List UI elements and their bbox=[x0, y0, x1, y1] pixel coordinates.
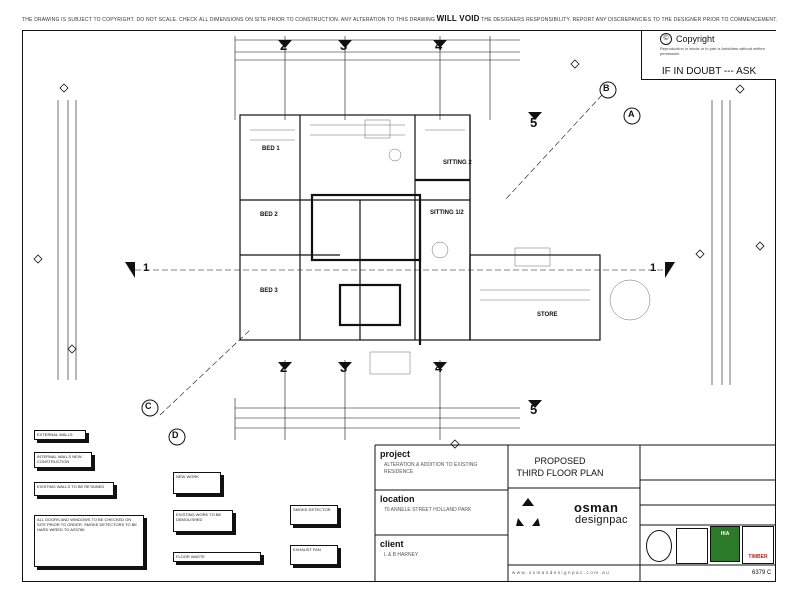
will-void-text: WILL VOID bbox=[436, 14, 480, 23]
job-number: 6379 C bbox=[752, 570, 772, 576]
room-bed3: BED 3 bbox=[260, 288, 278, 294]
legend-existing-walls: EXISTING WALLS TO BE RETAINED bbox=[34, 482, 114, 496]
notice-tail-text: THE DESIGNERS RESPONSIBILITY. REPORT ANY… bbox=[481, 17, 778, 23]
if-in-doubt-banner: IF IN DOUBT --- ASK bbox=[641, 65, 776, 80]
grid-label-2-bottom: 2 bbox=[280, 360, 288, 375]
plan-title-line2: THIRD FLOOR PLAN bbox=[516, 468, 604, 478]
grid-label-5-bottom: 5 bbox=[530, 402, 538, 417]
hia-logo-icon: HIA bbox=[710, 526, 740, 562]
grid-label-3-bottom: 3 bbox=[340, 360, 348, 375]
room-sitting: SITTING 1/2 bbox=[430, 210, 464, 216]
legend-general-notes: ALL DOORS AND WINDOWS TO BE CHECKED ON S… bbox=[34, 515, 144, 567]
project-text: ALTERATION & ADDITION TO EXISTING RESIDE… bbox=[384, 462, 478, 475]
grid-label-b: B bbox=[603, 83, 610, 93]
legend-smoke-detector: SMOKE DETECTOR bbox=[290, 505, 338, 525]
grid-label-2-top: 2 bbox=[280, 38, 288, 53]
recycle-icon bbox=[516, 498, 542, 526]
plan-title-line1: PROPOSED bbox=[534, 456, 586, 466]
client-heading: client bbox=[380, 539, 404, 549]
room-sitting2: SITTING 2 bbox=[443, 160, 472, 166]
legend-external-walls: EXTERNAL WALLS bbox=[34, 430, 86, 440]
header-notice: THE DRAWING IS SUBJECT TO COPYRIGHT. DO … bbox=[22, 14, 782, 23]
legend-new-work: NEW WORK bbox=[173, 472, 221, 494]
room-bed2: BED 2 bbox=[260, 212, 278, 218]
section-label-1-right: 1 bbox=[650, 262, 657, 274]
room-bed1: BED 1 bbox=[262, 146, 280, 152]
notice-text: THE DRAWING IS SUBJECT TO COPYRIGHT. DO … bbox=[22, 17, 436, 23]
legend-demolish: EXISTING WORK TO BE DEMOLISHED bbox=[173, 510, 233, 532]
grid-label-4-top: 4 bbox=[435, 38, 443, 53]
legend-exhaust-fan: EXHAUST FAN bbox=[290, 545, 338, 565]
brand-osman: osman bbox=[574, 500, 619, 515]
grid-label-d: D bbox=[172, 430, 179, 440]
grid-label-4-bottom: 4 bbox=[435, 360, 443, 375]
copyright-box: © Copyright Reproduction in whole or in … bbox=[641, 31, 776, 66]
legend-floor-waste: FLOOR WASTE bbox=[173, 552, 261, 562]
legend-internal-walls: INTERNAL WALLS NEW CONSTRUCTION bbox=[34, 452, 92, 468]
client-text: L & B HARNEY bbox=[384, 552, 419, 558]
location-text: 70 ANNELE STREET HOLLAND PARK bbox=[384, 507, 472, 513]
grid-label-5-top: 5 bbox=[530, 115, 538, 130]
grid-label-c: C bbox=[145, 401, 152, 411]
website-text: www.osmandesignpac.com.au bbox=[512, 570, 611, 575]
room-store: STORE bbox=[537, 312, 558, 318]
location-heading: location bbox=[380, 494, 415, 504]
copyright-icon: © bbox=[660, 33, 672, 45]
copyright-title: Copyright bbox=[676, 34, 715, 44]
copyright-subtext: Reproduction in whole or in part is forb… bbox=[660, 46, 765, 56]
seal-icon bbox=[646, 530, 672, 562]
brand-designpac: designpac bbox=[575, 514, 628, 526]
timber-logo-icon: TIMBER bbox=[742, 526, 774, 564]
drawing-frame bbox=[22, 30, 776, 582]
plan-title: PROPOSED THIRD FLOOR PLAN bbox=[510, 455, 610, 479]
project-heading: project bbox=[380, 449, 411, 459]
grid-label-3-top: 3 bbox=[340, 38, 348, 53]
section-label-1-left: 1 bbox=[143, 262, 150, 274]
grid-label-a: A bbox=[628, 109, 635, 119]
iot-logo-icon bbox=[676, 528, 708, 564]
